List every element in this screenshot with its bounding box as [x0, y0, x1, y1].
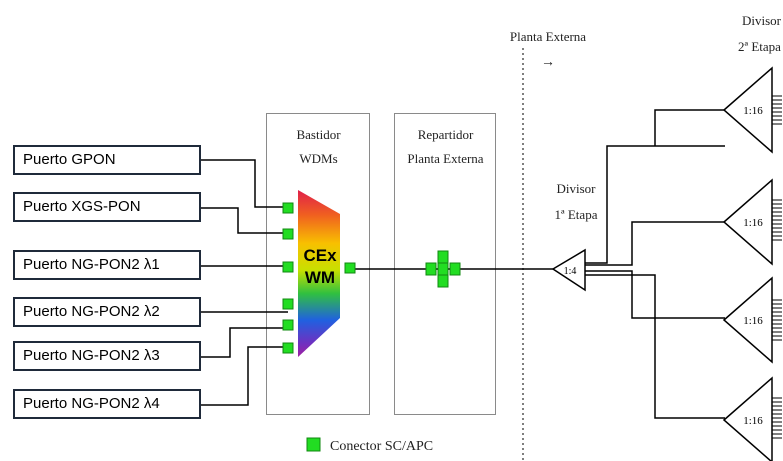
splitter-1-shape	[551, 248, 586, 292]
line-l3	[201, 327, 288, 358]
splitter-2-ratio-b: 1:16	[743, 217, 763, 229]
splitter-1-subtitle: 1ª Etapa	[554, 207, 598, 222]
rack-repartidor-subtitle: Planta Externa	[407, 151, 484, 166]
port-ngpon2-l3: Puerto NG-PON2 λ3	[13, 341, 201, 371]
rack-wdm-title: Bastidor	[296, 127, 341, 142]
splitter-2-ratio-d: 1:16	[743, 415, 763, 427]
port-ngpon2-l1: Puerto NG-PON2 λ1	[13, 250, 201, 280]
splitter-1-ratio: 1:4	[564, 266, 577, 277]
output-ticks	[772, 95, 782, 439]
port-ngpon2-l4: Puerto NG-PON2 λ4	[13, 389, 201, 419]
port-lines	[201, 159, 288, 406]
rack-repartidor-title: Repartidor	[417, 127, 474, 142]
splitter-1-title: Divisor	[556, 181, 596, 196]
legend-label: Conector SC/APC	[330, 439, 434, 454]
legend-swatch	[306, 437, 321, 452]
port-gpon: Puerto GPON	[13, 145, 201, 175]
splitter-2-ratio-a: 1:16	[743, 105, 763, 117]
line-gpon	[201, 159, 288, 208]
trunk-lines	[345, 109, 725, 419]
line-l4	[201, 346, 288, 406]
port-xgs-pon: Puerto XGS-PON	[13, 192, 201, 222]
port-ngpon2-l2: Puerto NG-PON2 λ2	[13, 297, 201, 327]
connectors	[282, 202, 461, 354]
splitter-2-ratios: 1:16 1:16 1:16 1:16	[743, 105, 763, 427]
splitter-2-subtitle: 2ª Etapa	[738, 39, 781, 54]
splitter-2-shapes	[722, 66, 773, 461]
line-xgs	[201, 207, 288, 234]
rack-wdm-subtitle: WDMs	[299, 151, 338, 166]
combiner-shape	[298, 190, 340, 357]
combiner-label-1: CEx	[303, 246, 337, 265]
planta-externa-label: Planta Externa	[509, 29, 587, 44]
combiner-label-2: WM	[304, 268, 336, 287]
splitter-2-title: Divisor	[742, 13, 781, 28]
arrow-right-icon: →	[541, 55, 555, 70]
splitter-2-ratio-c: 1:16	[743, 315, 763, 327]
